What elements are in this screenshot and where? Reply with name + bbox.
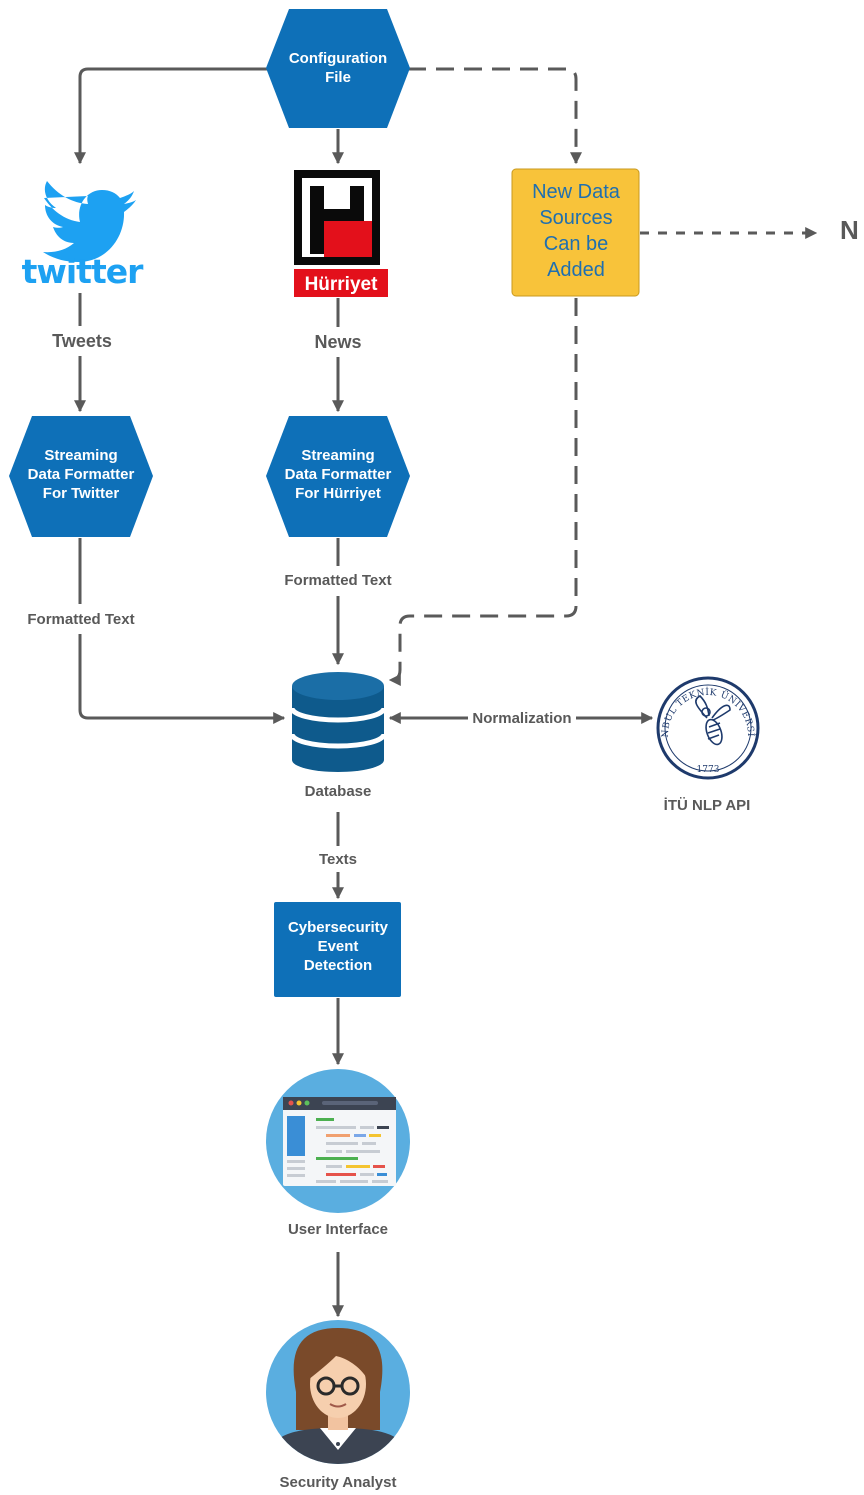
- event-detection-line3: Detection: [304, 957, 372, 974]
- hurriyet-wordmark: Hürriyet: [305, 274, 379, 295]
- hurriyet-logo: Hürriyet: [294, 170, 388, 297]
- new-data-sources-node: New Data Sources Can be Added: [511, 168, 640, 297]
- new-sources-line4: Added: [547, 259, 605, 281]
- security-analyst-avatar: [266, 1320, 410, 1464]
- hurriyet-formatter-node: Streaming Data Formatter For Hürriyet: [266, 416, 410, 537]
- twitter-formatter-line2: Data Formatter: [28, 466, 135, 483]
- itu-year: 1773: [697, 765, 720, 775]
- twitter-formatter-line1: Streaming: [44, 447, 117, 464]
- twitter-logo: twitter: [22, 181, 145, 291]
- n-marker: N: [840, 215, 859, 245]
- formatted-text-hurriyet-label: Formatted Text: [284, 572, 391, 589]
- event-detection-node: Cybersecurity Event Detection: [274, 902, 401, 997]
- user-interface-label: User Interface: [288, 1221, 388, 1238]
- configuration-file-node: Configuration File: [266, 9, 410, 128]
- new-sources-line3: Can be: [544, 233, 609, 255]
- edge-config-to-new-sources: [408, 67, 582, 165]
- configuration-file-line2: File: [325, 69, 351, 86]
- itu-nlp-api-label: İTÜ NLP API: [664, 797, 751, 814]
- normalization-label: Normalization: [472, 710, 571, 727]
- formatted-text-twitter-label: Formatted Text: [27, 611, 134, 628]
- edge-new-sources-to-database: [388, 298, 578, 686]
- hurriyet-formatter-line3: For Hürriyet: [295, 485, 381, 502]
- twitter-bird-icon: [43, 181, 136, 262]
- connectors: [74, 67, 818, 1318]
- database-icon: [289, 672, 387, 772]
- new-sources-line2: Sources: [539, 207, 612, 229]
- news-label: News: [314, 332, 361, 352]
- twitter-wordmark: twitter: [22, 252, 145, 291]
- edge-config-to-twitter: [74, 67, 268, 165]
- user-interface-icon: [266, 1069, 410, 1213]
- texts-label: Texts: [319, 851, 357, 868]
- hurriyet-formatter-line1: Streaming: [301, 447, 374, 464]
- hurriyet-formatter-line2: Data Formatter: [285, 466, 392, 483]
- event-detection-line1: Cybersecurity: [288, 919, 389, 936]
- new-sources-line1: New Data: [532, 181, 621, 203]
- tweets-label: Tweets: [52, 331, 112, 351]
- edge-twitter-formatter-to-database: [78, 634, 286, 724]
- database-label: Database: [305, 783, 372, 800]
- twitter-formatter-node: Streaming Data Formatter For Twitter: [9, 416, 153, 537]
- event-detection-line2: Event: [318, 938, 359, 955]
- security-analyst-label: Security Analyst: [280, 1474, 397, 1491]
- bee-icon: [695, 695, 731, 746]
- configuration-file-line1: Configuration: [289, 50, 387, 67]
- twitter-formatter-line3: For Twitter: [43, 485, 120, 502]
